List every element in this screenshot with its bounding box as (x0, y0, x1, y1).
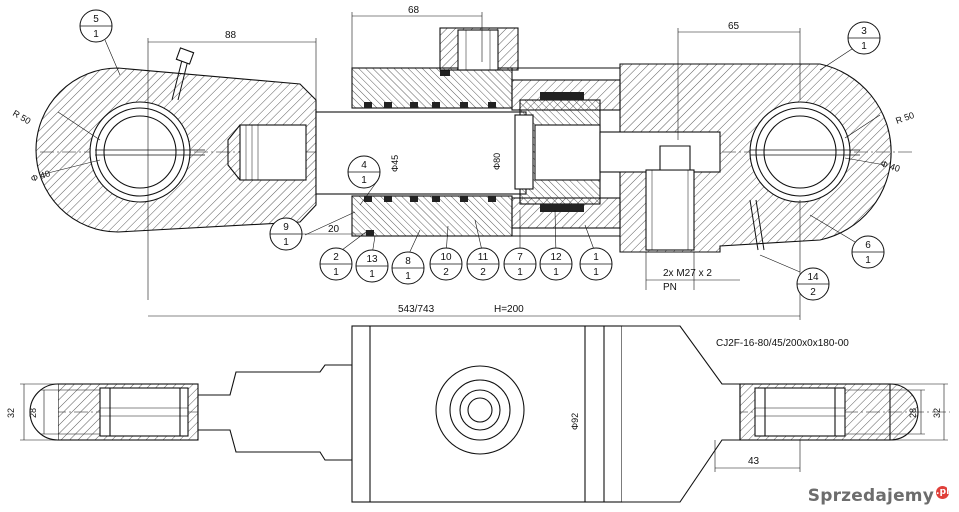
callout-number: 5 (93, 14, 99, 25)
dim-88: 88 (225, 30, 237, 41)
callout-6: 61 (851, 235, 885, 269)
dim-r50-left: R 50 (11, 108, 32, 126)
dim-20: 20 (328, 224, 340, 235)
callout-4: 41 (347, 155, 381, 189)
watermark-suffix: .pl (936, 486, 950, 499)
callout-number: 1 (593, 252, 599, 263)
rod-thread (239, 124, 307, 181)
watermark: Sprzedajemy.pl (808, 486, 949, 506)
dim-port: 2x M27 x 2 (663, 268, 712, 279)
callout-number: 13 (366, 254, 378, 265)
callout-8: 81 (391, 251, 425, 285)
callout-number: 3 (861, 26, 867, 37)
callout-number: 7 (517, 252, 523, 263)
dim-32-left: 32 (6, 408, 16, 418)
dim-phi92: Φ92 (570, 413, 580, 430)
dim-68: 68 (408, 5, 420, 16)
callout-quantity: 1 (405, 271, 411, 282)
callout-quantity: 2 (443, 267, 449, 278)
dim-65: 65 (728, 21, 740, 32)
gland-lower (351, 195, 513, 237)
callout-quantity: 1 (93, 29, 99, 40)
dim-length: 543/743 (398, 304, 435, 315)
side-port-outer (435, 365, 525, 455)
callout-11: 112 (466, 247, 500, 281)
callout-quantity: 1 (553, 267, 559, 278)
callout-number: 2 (333, 252, 339, 263)
callout-13: 131 (355, 249, 389, 283)
callout-number: 6 (865, 240, 871, 251)
callout-quantity: 2 (810, 287, 816, 298)
callout-quantity: 2 (480, 267, 486, 278)
dim-28-left: 28 (28, 408, 38, 418)
callout-12: 121 (539, 247, 573, 281)
dim-port-pn: PN (663, 282, 677, 293)
callout-number: 9 (283, 222, 289, 233)
callout-quantity: 1 (361, 175, 367, 186)
model-code: CJ2F-16-80/45/200x0x180-00 (716, 338, 849, 349)
callout-10: 102 (429, 247, 463, 281)
callout-number: 8 (405, 256, 411, 267)
watermark-text: Sprzedajemy (807, 486, 934, 506)
base-port (645, 169, 695, 251)
callout-number: 4 (361, 160, 367, 171)
callout-1: 11 (579, 247, 613, 281)
dim-phi80: Φ80 (492, 153, 502, 170)
dim-r50-right: R 50 (894, 110, 915, 126)
callout-quantity: 1 (369, 269, 375, 280)
callout-quantity: 1 (861, 41, 867, 52)
callout-2: 21 (319, 247, 353, 281)
callout-14: 142 (796, 267, 830, 301)
callout-quantity: 1 (593, 267, 599, 278)
callout-number: 10 (440, 252, 452, 263)
callout-number: 11 (478, 252, 489, 263)
callout-quantity: 1 (517, 267, 523, 278)
callout-number: 12 (550, 252, 562, 263)
dim-28-right: 28 (908, 408, 918, 418)
callout-5: 51 (79, 9, 113, 43)
callout-7: 71 (503, 247, 537, 281)
callout-quantity: 1 (283, 237, 289, 248)
dim-phi45: Φ45 (390, 155, 400, 172)
callout-quantity: 1 (865, 255, 871, 266)
dim-stroke: H=200 (494, 304, 524, 315)
callout-number: 14 (807, 272, 819, 283)
dim-32-right: 32 (932, 408, 942, 418)
cylinder-body-side (351, 325, 623, 503)
callout-3: 31 (847, 21, 881, 55)
dim-43: 43 (748, 456, 760, 467)
callout-9: 91 (269, 217, 303, 251)
callout-quantity: 1 (333, 267, 339, 278)
